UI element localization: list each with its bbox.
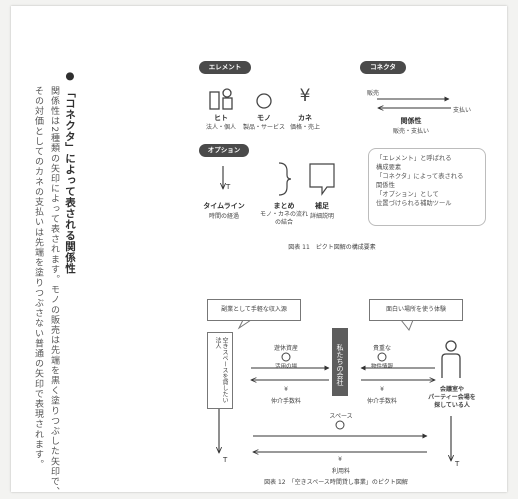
pay-label: 支払い: [453, 107, 472, 114]
timeline-sub: 時間の経過: [208, 213, 239, 220]
right-entity-line-2: パーティー会場を: [428, 394, 476, 401]
bubble-right: 面白い場所を使う体験: [369, 299, 463, 321]
kane-label: カネ: [298, 114, 312, 122]
book-page: ● 「コネクタ」によって表される関係性 関係性は2種類の矢印によって表されます。…: [11, 6, 507, 497]
section-heading: ● 「コネクタ」によって表される関係性: [64, 70, 76, 274]
yen-usage: ¥: [338, 456, 342, 463]
supp-label: 補足: [315, 202, 329, 210]
timeline-symbol: T: [226, 183, 231, 191]
relation-sub: 販売・支払い: [392, 128, 429, 135]
hito-label: ヒト: [214, 114, 228, 122]
connector-pill: コネクタ: [360, 61, 406, 74]
note-line-5: 「オプション」として: [376, 191, 439, 198]
fee-right: 仲介手数料: [366, 398, 397, 405]
group-sub: モノ・カネの流れの結合: [259, 211, 308, 226]
left-entity-label: 空きスペースを貸したい法人: [214, 337, 228, 403]
figure-graphics: [209, 88, 461, 492]
note-line-6: 位置づけられる補助ツール: [376, 200, 452, 207]
note-line-1: 「エレメント」と呼ばれる: [376, 155, 452, 162]
yen-left: ¥: [284, 386, 288, 393]
bubble-left: 副業として手軽な収入源: [207, 299, 301, 321]
asset-sub: 活用の場: [274, 364, 297, 370]
kane-icon: ¥: [299, 86, 311, 106]
right-entity-line-1: 会議室や: [439, 386, 464, 393]
space-label: スペース: [329, 413, 353, 420]
usage-fee: 利用料: [331, 468, 350, 475]
person-icon: [441, 340, 461, 378]
valuable-label: 貴重な: [372, 345, 391, 352]
relation-label: 関係性: [400, 117, 422, 125]
timeline-t-right: T: [455, 460, 460, 468]
mono-label: モノ: [257, 114, 271, 122]
left-entity-box: 空きスペースを貸したい法人: [207, 332, 233, 409]
figure-11-caption: 図表 11 ピクト図解の構成要素: [288, 244, 376, 251]
timeline-label: タイムライン: [203, 202, 245, 210]
mono-icon: [256, 93, 272, 109]
fee-left: 仲介手数料: [270, 398, 301, 405]
hito-sub: 法人・個人: [205, 124, 236, 131]
brace-icon: [278, 162, 292, 196]
hito-icon: [209, 88, 233, 110]
body-text-line-1: 関係性は2種類の矢印によって表されます。モノの販売は先端を黒く塗りつぶした矢印で…: [49, 86, 59, 497]
figure-12-caption: 図表 12 「空きスペース時間貸し事業」のピクト図解: [264, 479, 408, 486]
body-text-line-2: その対価としてのカネの支払いは先端を塗りつぶさない普通の矢印で表現されます。: [33, 86, 43, 470]
option-pill: オプション: [199, 144, 249, 157]
note-line-4: 関係性: [376, 182, 395, 189]
note-line-3: 「コネクタ」によって表される: [376, 173, 464, 180]
center-company: 私たちの会社: [332, 328, 348, 396]
note-line-2: 構成要素: [376, 164, 402, 171]
asset-label: 遊休資産: [273, 345, 298, 352]
group-label: まとめ: [273, 202, 295, 210]
yen-right: ¥: [380, 386, 384, 393]
element-pill: エレメント: [199, 61, 251, 74]
mono-sub: 製品・サービス: [242, 124, 285, 131]
sale-label: 販売: [367, 90, 380, 97]
valuable-sub: 物件情報: [370, 364, 393, 370]
kane-sub: 価格・売上: [289, 124, 320, 131]
speech-bubble-icon: [309, 163, 335, 196]
supp-sub: 詳細説明: [309, 213, 334, 220]
right-entity-line-3: 探している人: [434, 402, 470, 409]
timeline-t-left: T: [223, 456, 228, 464]
legend-note: 「エレメント」と呼ばれる 構成要素 「コネクタ」によって表される 関係性 「オプ…: [368, 148, 486, 226]
